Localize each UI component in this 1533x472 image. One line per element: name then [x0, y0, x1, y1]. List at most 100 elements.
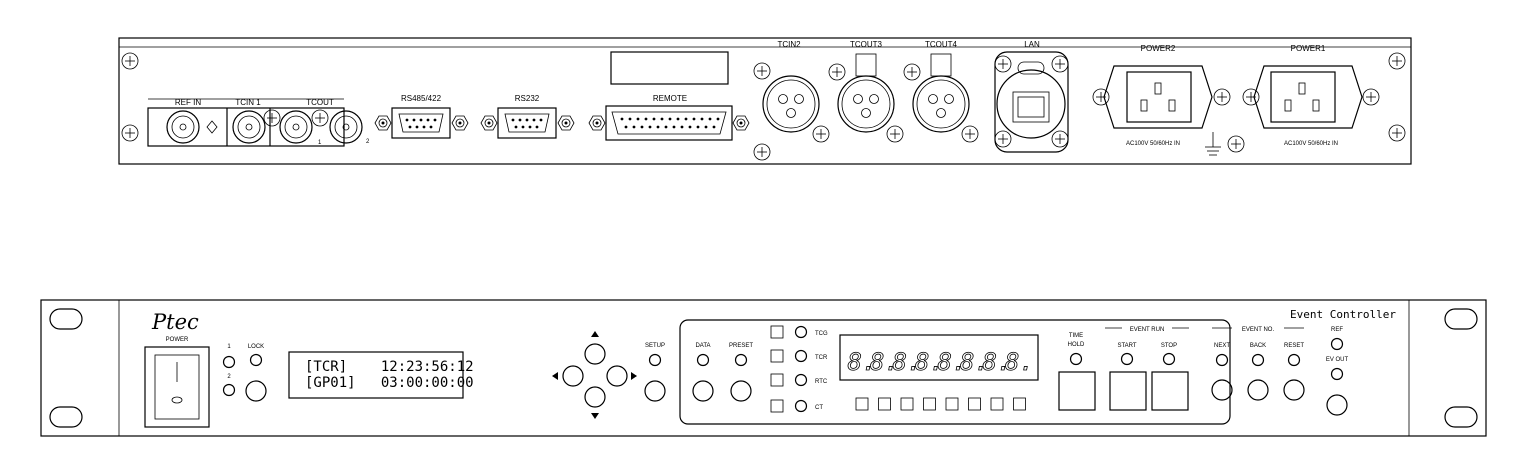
label-mode-tcg: TCG: [815, 331, 828, 337]
db9-rs485-connector: RS485/422: [374, 94, 469, 139]
digit-select-button[interactable]: [878, 397, 891, 411]
segment-digit: 8.: [848, 348, 877, 376]
rack-slot-icon: [49, 406, 83, 428]
ev-out-button[interactable]: [1326, 394, 1348, 416]
power-switch[interactable]: POWER: [144, 337, 210, 428]
segment-digit: 8.: [915, 348, 944, 376]
rack-slot-icon: [1444, 308, 1478, 330]
back-button[interactable]: [1247, 379, 1269, 401]
arrow-down-icon: [591, 413, 599, 419]
label-time: TIME: [1069, 333, 1083, 339]
bnc-tcout2-icon: [329, 110, 363, 144]
rack-slot-icon: [1444, 406, 1478, 428]
led-1: [222, 355, 236, 369]
digit-select-button[interactable]: [855, 397, 869, 411]
label-tcout4: TCOUT4: [925, 40, 958, 49]
mode-tcg-button[interactable]: [770, 325, 784, 339]
label-tcout-port2: 2: [366, 139, 370, 145]
segment-digit: 8.: [960, 348, 989, 376]
bnc-connector-block: REF IN TCIN 1 TCOUT 1 2: [147, 98, 370, 147]
mode-tcr-button[interactable]: [770, 349, 784, 363]
ground-icon: [1205, 132, 1221, 156]
label-mode-ct: CT: [815, 405, 823, 411]
label-remote: REMOTE: [653, 94, 687, 103]
time-hold-button[interactable]: [1058, 371, 1096, 411]
label-ev-out: EV OUT: [1326, 357, 1349, 363]
label-preset: PRESET: [729, 343, 753, 349]
label-power: POWER: [166, 337, 189, 343]
lock-button[interactable]: [245, 380, 267, 402]
db9-rs232-connector: RS232: [480, 94, 575, 139]
label-back: BACK: [1250, 343, 1266, 349]
label-power1: POWER1: [1291, 44, 1326, 53]
label-reset: RESET: [1284, 343, 1304, 349]
label-tcout-port1: 1: [318, 140, 322, 146]
digit-select-button[interactable]: [1013, 397, 1026, 411]
nav-right-button[interactable]: [606, 365, 628, 387]
led-start: [1120, 352, 1134, 366]
stop-button[interactable]: [1151, 371, 1189, 411]
label-event-run: EVENT RUN: [1130, 327, 1165, 333]
nav-left-button[interactable]: [562, 365, 584, 387]
bnc-tcin1-icon: [232, 110, 266, 144]
nav-up-button[interactable]: [584, 343, 606, 365]
label-rs485: RS485/422: [401, 94, 442, 103]
led-ev-out: [1330, 367, 1344, 381]
digit-select-button[interactable]: [900, 397, 914, 411]
lcd-line-1: [TCR] 12:23:56:12: [305, 359, 474, 375]
led-time-hold: [1069, 352, 1083, 366]
digit-select-button[interactable]: [945, 397, 959, 411]
bnc-ref-in-icon: [166, 110, 200, 144]
led-preset: [734, 353, 748, 367]
lan-connector: LAN: [994, 40, 1069, 153]
label-hold: HOLD: [1068, 342, 1085, 348]
led-next: [1215, 353, 1229, 367]
ac-inlet-power1: POWER1 AC100V 50/60Hz IN: [1242, 44, 1380, 147]
segment-digit: 8.: [893, 348, 922, 376]
label-lock: LOCK: [248, 344, 264, 350]
label-ac-rating-1: AC100V 50/60Hz IN: [1284, 141, 1338, 147]
segment-digit: 8.: [1005, 348, 1034, 376]
preset-button[interactable]: [730, 380, 752, 402]
label-start: START: [1117, 343, 1136, 349]
start-button[interactable]: [1109, 371, 1147, 411]
mode-indicators: TCG TCR RTC CT: [770, 325, 828, 413]
led-lock: [249, 353, 263, 367]
reset-button[interactable]: [1283, 379, 1305, 401]
label-data: DATA: [695, 343, 710, 349]
led-data: [696, 353, 710, 367]
rear-panel: REF IN TCIN 1 TCOUT 1 2 RS485/422: [118, 37, 1412, 165]
data-button[interactable]: [692, 380, 714, 402]
digit-select-button[interactable]: [923, 397, 936, 411]
digit-select-button[interactable]: [968, 397, 981, 411]
label-ref-in: REF IN: [175, 98, 201, 107]
label-tcout3: TCOUT3: [850, 40, 883, 49]
label-led2: 2: [227, 374, 231, 380]
segment-digit: 8.: [938, 348, 967, 376]
mode-ct-button[interactable]: [770, 399, 784, 413]
mode-rtc-button[interactable]: [770, 373, 784, 387]
xlr-tcout4-connector: TCOUT4: [903, 40, 979, 143]
setup-button[interactable]: [644, 380, 666, 402]
label-ref: REF: [1331, 327, 1343, 333]
label-event-no: EVENT NO.: [1242, 327, 1275, 333]
label-ac-rating-2: AC100V 50/60Hz IN: [1126, 141, 1180, 147]
led-setup: [648, 353, 662, 367]
arrow-left-icon: [552, 372, 558, 380]
xlr-tcout3-connector: TCOUT3: [828, 40, 904, 143]
led-reset: [1287, 353, 1301, 367]
digit-select-button[interactable]: [990, 397, 1004, 411]
segment-digit: 8.: [983, 348, 1012, 376]
ac-inlet-power2: POWER2 AC100V 50/60Hz IN: [1092, 44, 1245, 156]
label-lan: LAN: [1024, 40, 1040, 49]
next-button[interactable]: [1211, 379, 1233, 401]
segment-digit: 8.: [870, 348, 899, 376]
navigation-pad: [552, 331, 637, 419]
led-stop: [1162, 352, 1176, 366]
nav-down-button[interactable]: [584, 386, 606, 408]
lcd-display: [TCR] 12:23:56:12 [GP01] 03:00:00:00: [288, 351, 474, 399]
label-tcin2: TCIN2: [777, 40, 801, 49]
led-ref: [1330, 337, 1344, 351]
bnc-tcout1-icon: [279, 110, 313, 144]
